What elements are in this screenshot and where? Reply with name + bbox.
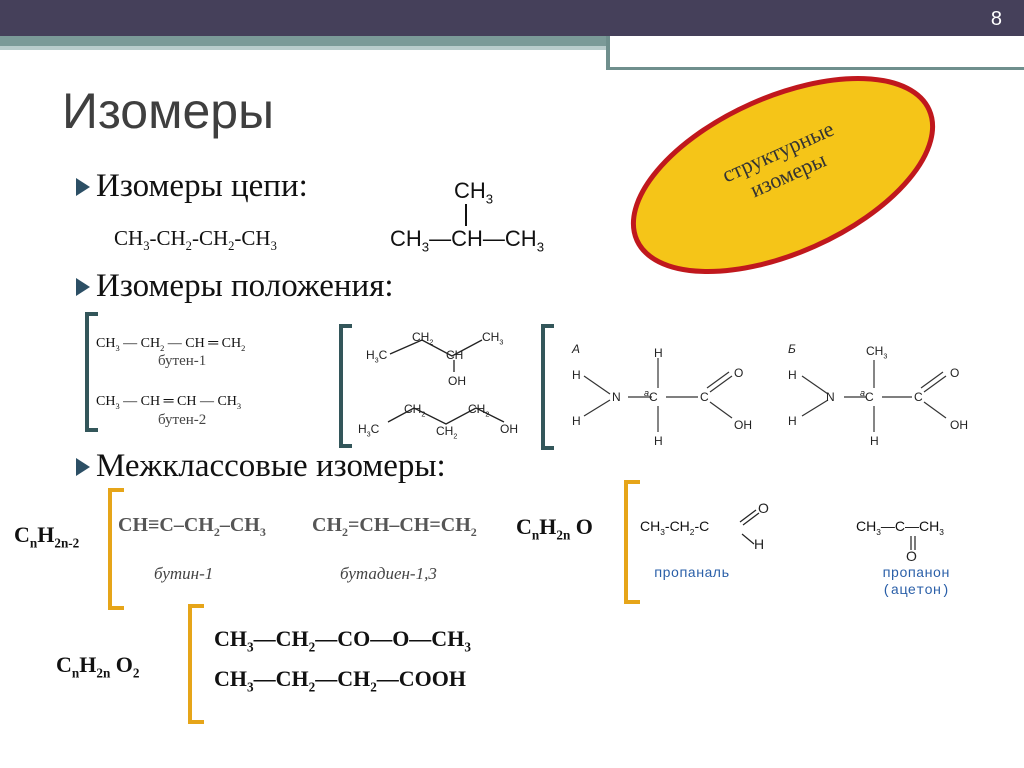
slide-title: Изомеры <box>62 83 275 139</box>
bullet-interclass-isomers: Межклассовые изомеры: <box>76 448 446 485</box>
butan2ol-ch3: CH3 <box>482 330 504 347</box>
butene2-formula: CH3 — CH ═ CH — CH3 <box>96 394 242 411</box>
structural-isomers-badge: структурные изомеры <box>618 75 948 275</box>
butan1ol-h3c: H3C <box>358 422 380 439</box>
butadiene-label: бутадиен-1,3 <box>340 564 437 583</box>
butan1ol-skeleton <box>387 407 505 425</box>
amino-a-h-top: H <box>654 346 663 360</box>
acid-formula: CH3—CH2—CH2—COOH <box>214 666 467 695</box>
butyne-label: бутин-1 <box>154 564 214 583</box>
bullet-arrow-icon <box>76 177 90 196</box>
amino-a-h2: H <box>572 414 581 428</box>
amino-a-oh: OH <box>734 418 752 432</box>
position-isomers-heading: Изомеры положения: <box>96 268 394 304</box>
bracket-amino-acids <box>541 324 554 450</box>
propanal-label: пропаналь <box>654 566 730 582</box>
amino-a-alpha-c: aC <box>644 388 658 404</box>
butane-formula: CH3-CH2-CH2-CH3 <box>114 226 277 254</box>
formula-cnh2no: CnH2n O <box>516 514 593 543</box>
amino-b-carboxyl-c: C <box>914 390 923 404</box>
amino-a-h-bottom: H <box>654 434 663 448</box>
amino-a-carboxyl-c: C <box>700 390 709 404</box>
butan2ol-ch2: CH2 <box>412 330 434 347</box>
butadiene-formula: CH2=CH–CH=CH2 <box>312 514 477 539</box>
amino-a-h1: H <box>572 368 581 382</box>
badge-ellipse <box>630 75 936 275</box>
propanal-carbonyl-bonds <box>739 509 760 545</box>
amino-a-n: N <box>612 390 621 404</box>
butan2ol-h3c: H3C <box>366 348 388 365</box>
amino-b-n: N <box>826 390 835 404</box>
amino-b-h2: H <box>788 414 797 428</box>
slide-number: 8 <box>990 8 1002 30</box>
slide-header-bar <box>0 0 1024 36</box>
butan1ol-ch2b: CH2 <box>436 424 458 441</box>
bracket-ester-acid <box>188 604 204 724</box>
amino-b-ch3: CH3 <box>866 344 888 361</box>
amino-b-h-bottom: H <box>870 434 879 448</box>
propanal-h: H <box>754 536 765 552</box>
amino-acid-a-letter: А <box>572 342 581 356</box>
bullet-chain-isomers: Изомеры цепи: <box>76 168 308 205</box>
amino-acid-b-bonds <box>801 360 947 432</box>
butan1ol-oh: OH <box>500 422 518 436</box>
butan2ol-oh: OH <box>448 374 466 388</box>
amino-b-oh: OH <box>950 418 968 432</box>
butene1-label: бутен-1 <box>158 353 207 369</box>
formula-cnh2no2: CnH2n O2 <box>56 652 140 681</box>
bracket-aldehyde-ketone <box>624 480 640 604</box>
propanal-o: O <box>758 500 769 516</box>
amino-acid-b-letter: Б <box>788 342 796 356</box>
bracket-butanols <box>339 324 352 448</box>
propanal-formula: CH3-CH2-C <box>640 518 710 537</box>
header-tab <box>606 36 1024 70</box>
bracket-butenes <box>85 312 98 432</box>
amino-b-alpha-c: aC <box>860 388 874 404</box>
isobutane-chain: CH3—CH—CH3 <box>390 226 545 255</box>
amino-acid-a-bonds <box>583 358 733 432</box>
isobutane-top: CH3 <box>454 178 494 207</box>
bullet-arrow-icon <box>76 277 90 296</box>
butan1ol-ch2c: CH2 <box>468 402 490 419</box>
formula-cnh2n-2: CnH2n-2 <box>14 522 80 551</box>
bracket-alkyne-diene <box>108 488 124 610</box>
amino-b-h1: H <box>788 368 797 382</box>
bullet-position-isomers: Изомеры положения: <box>76 268 394 305</box>
propanone-formula: CH3—C—CH3 <box>856 518 944 537</box>
ester-formula: CH3—CH2—CO—O—CH3 <box>214 626 471 655</box>
butene2-label: бутен-2 <box>158 412 207 428</box>
amino-a-o: O <box>734 366 744 380</box>
propanone-o: O <box>906 548 917 564</box>
amino-b-o: O <box>950 366 960 380</box>
interclass-isomers-heading: Межклассовые изомеры: <box>96 448 446 484</box>
bullet-arrow-icon <box>76 457 90 476</box>
butan2ol-ch: CH <box>446 348 464 362</box>
butan1ol-ch2a: CH2 <box>404 402 426 419</box>
header-band <box>0 36 1024 46</box>
isobutane-vertical-bond <box>465 204 467 226</box>
propanone-double-bond <box>910 536 916 550</box>
chain-isomers-heading: Изомеры цепи: <box>96 168 308 204</box>
butene1-formula: CH3 — CH2 — CH ═ CH2 <box>96 336 246 353</box>
propanone-label: пропанон (ацетон) <box>882 566 950 599</box>
header-band-light <box>0 46 610 50</box>
butyne-formula: CH≡C–CH2–CH3 <box>118 514 266 539</box>
butan2ol-skeleton <box>389 339 483 372</box>
